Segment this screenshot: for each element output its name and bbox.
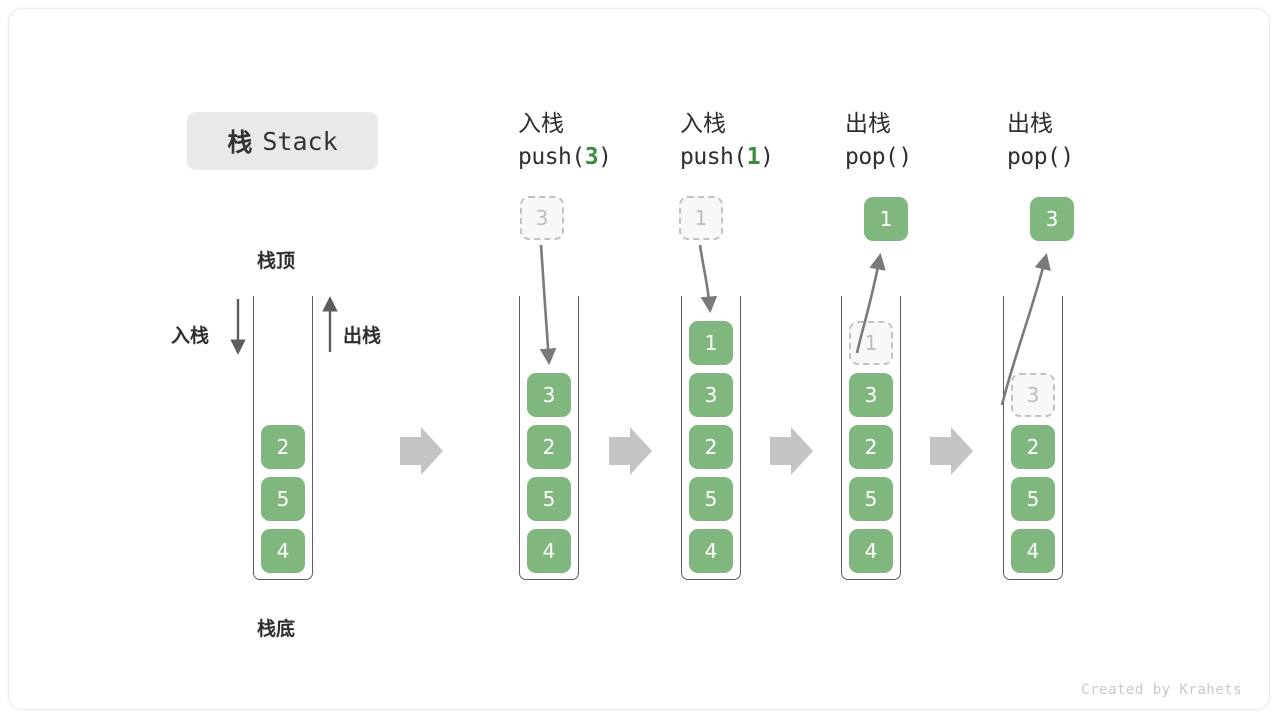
stack-cell: 1	[689, 321, 733, 365]
caption-push-1: 入栈 push(1)	[680, 108, 774, 175]
caption-pop-3-tail: )	[1060, 144, 1074, 171]
caption-pop-3: 出栈 pop()	[1007, 108, 1074, 175]
stack-container-push-1	[681, 296, 741, 580]
stack-cell: 3	[849, 373, 893, 417]
stack-cell: 5	[1011, 477, 1055, 521]
title-cn: 栈	[227, 128, 254, 157]
stack-cell: 5	[849, 477, 893, 521]
stack-cell: 2	[261, 425, 305, 469]
stack-top-label: 栈顶	[257, 250, 296, 272]
stack-cell: 3	[527, 373, 571, 417]
caption-pop-1-code: pop()	[845, 141, 912, 174]
stack-cell: 4	[849, 529, 893, 573]
stack-container-initial	[253, 296, 313, 580]
caption-push-1-arg: 1	[746, 144, 761, 171]
title-en: Stack	[262, 126, 338, 156]
pop-side-label: 出栈	[343, 325, 382, 347]
footer-credit: Created by Krahets	[1081, 682, 1242, 698]
caption-pop-1-cn: 出栈	[845, 111, 891, 137]
stack-cell: 4	[1011, 529, 1055, 573]
caption-pop-3-head: pop(	[1007, 144, 1061, 171]
caption-push-3-cn: 入栈	[518, 111, 564, 137]
stack-cell: 3	[689, 373, 733, 417]
caption-push-3-code: push(3)	[518, 141, 612, 174]
stack-container-pop-1	[841, 296, 901, 580]
ghost-cell-incoming: 3	[520, 196, 564, 240]
stack-container-pop-3	[1003, 296, 1063, 580]
stack-cell: 4	[261, 529, 305, 573]
stack-bottom-label: 栈底	[257, 618, 296, 640]
stack-cell: 5	[261, 477, 305, 521]
ghost-cell-removed: 3	[1011, 373, 1055, 417]
caption-push-1-tail: )	[760, 144, 774, 171]
ghost-cell-incoming: 1	[679, 196, 723, 240]
caption-push-1-code: push(1)	[680, 141, 774, 174]
caption-push-1-cn: 入栈	[680, 111, 726, 137]
popped-cell: 3	[1030, 197, 1074, 241]
caption-pop-1-head: pop(	[845, 144, 899, 171]
stack-cell: 2	[527, 425, 571, 469]
stack-cell: 2	[1011, 425, 1055, 469]
caption-pop-3-code: pop()	[1007, 141, 1074, 174]
stack-container-push-3	[519, 296, 579, 580]
stack-cell: 4	[689, 529, 733, 573]
stack-cell: 2	[689, 425, 733, 469]
caption-push-1-head: push(	[680, 144, 747, 171]
diagram-title-badge: 栈 Stack	[187, 112, 378, 170]
caption-push-3-head: push(	[518, 144, 585, 171]
popped-cell: 1	[864, 197, 908, 241]
caption-push-3-tail: )	[598, 144, 612, 171]
caption-pop-1-tail: )	[898, 144, 912, 171]
caption-push-3: 入栈 push(3)	[518, 108, 612, 175]
push-side-label: 入栈	[171, 325, 210, 347]
caption-push-3-arg: 3	[584, 144, 599, 171]
stack-cell: 5	[527, 477, 571, 521]
stack-cell: 4	[527, 529, 571, 573]
caption-pop-3-cn: 出栈	[1007, 111, 1053, 137]
ghost-cell-removed: 1	[849, 321, 893, 365]
caption-pop-1: 出栈 pop()	[845, 108, 912, 175]
stack-cell: 2	[849, 425, 893, 469]
stack-cell: 5	[689, 477, 733, 521]
